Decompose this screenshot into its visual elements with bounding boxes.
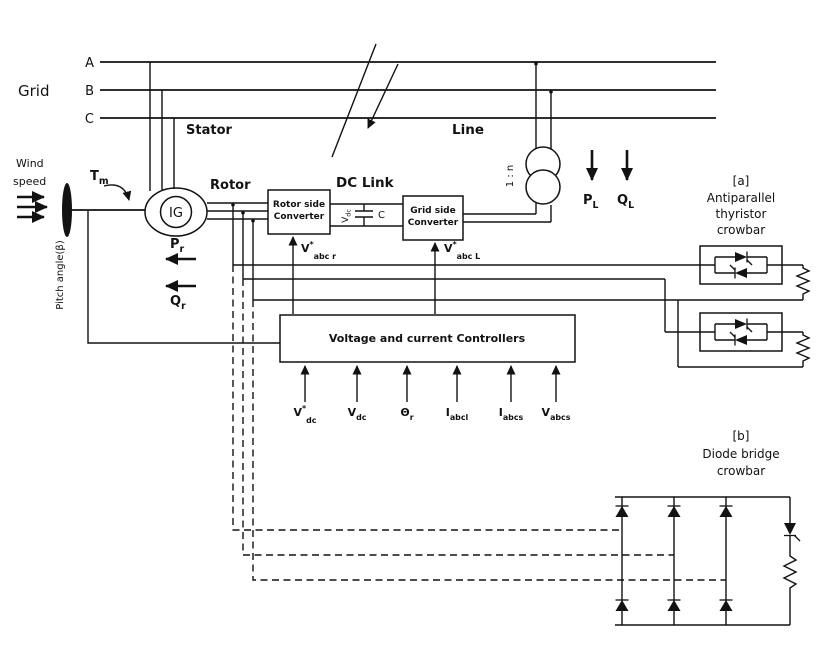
converter-section: Rotor side Converter DC Link Vdc C Grid …: [267, 175, 464, 241]
turbine-section: Wind speed Tm IG Stator Rotor: [13, 62, 268, 300]
turbine-blade: [62, 183, 72, 237]
transformer-ratio-label: 1 : n: [505, 165, 516, 187]
pitch-section: Pitch angle(β): [55, 211, 280, 344]
crowbar-b-name-2: crowbar: [717, 464, 765, 478]
input-label-iabcl: Iabcl: [446, 406, 469, 422]
controller-label: Voltage and current Controllers: [329, 332, 526, 345]
rotor-label: Rotor: [210, 178, 251, 193]
controller-out-grid-label: V*abc L: [444, 240, 480, 261]
rotor-reactive-power-label: Qr: [170, 294, 186, 312]
grid-converter-label-1: Grid side: [410, 206, 455, 216]
wind-speed-label-line1: Wind: [16, 157, 44, 170]
crowbar-a-tag: [a]: [733, 174, 750, 188]
crowbar-a-name-3: crowbar: [717, 223, 765, 237]
grid-section: A B C Grid: [18, 43, 716, 158]
input-label-iabcs: Iabcs: [499, 406, 524, 422]
dc-capacitor: [355, 204, 373, 226]
rotor-active-power-label: Pr: [170, 237, 185, 255]
pitch-wire: [87, 211, 280, 344]
crowbar-a-name-2: thyristor: [716, 207, 767, 221]
fault-slash: [331, 43, 377, 158]
thyristor-module-wiring-1: [700, 256, 782, 274]
diode-icon: [614, 505, 630, 518]
crowbar-a-return-wire-2: [677, 300, 803, 368]
input-label-vdc-ref: V*dc: [293, 404, 316, 425]
thyristor-icon: [783, 522, 801, 542]
crowbar-a-resistor-1: [795, 265, 811, 300]
thyristor-module-wiring-2: [700, 323, 782, 341]
grid-phase-lines: [100, 61, 716, 119]
crowbar-a-name-1: Antiparallel: [707, 191, 776, 205]
generator-label: IG: [169, 206, 183, 221]
rotor-power-section: Pr Qr: [165, 237, 196, 312]
torque-label: Tm: [90, 169, 109, 187]
crowbar-a-section: [a] Antiparallel thyristor crowbar: [233, 174, 811, 368]
controller-box: [279, 314, 576, 363]
crowbar-b-name-1: Diode bridge: [702, 447, 779, 461]
wind-speed-label-line2: speed: [13, 175, 46, 188]
controller-section: Voltage and current Controllers V*abc r …: [279, 236, 576, 425]
rotor-converter-label-2: Converter: [274, 212, 325, 222]
crowbar-a-resistor-2: [795, 332, 811, 367]
grid-converter-label-2: Converter: [408, 218, 459, 228]
crowbar-b-section: [b] Diode bridge crowbar: [232, 265, 801, 626]
rotor-converter-label-1: Rotor side: [273, 200, 325, 210]
diode-icon: [718, 599, 734, 612]
dc-rails: [330, 203, 403, 227]
input-label-vabcs: Vabcs: [542, 406, 571, 422]
input-label-theta-r: Θr: [400, 406, 413, 422]
phase-c-label: C: [85, 112, 94, 127]
rotor-tap-wires: [232, 203, 254, 300]
diode-icon: [718, 505, 734, 518]
diode-icon: [666, 505, 682, 518]
torque-arrow: [103, 184, 132, 201]
line-reactive-power-label: QL: [617, 193, 634, 211]
fault-arrow: [367, 63, 399, 129]
crowbar-b-resistor: [782, 552, 798, 596]
controller-out-rotor-label: V*abc r: [301, 240, 336, 261]
line-active-power-label: PL: [583, 193, 599, 211]
rotor-converter-box: [267, 189, 331, 235]
line-section: Line 1 : n PL QL: [452, 62, 634, 223]
converter-to-transformer-wires: [463, 203, 552, 223]
crowbar-a-feed-wire-2: [243, 278, 700, 333]
transformer-to-grid-wires: [535, 62, 552, 151]
diode-icon: [666, 599, 682, 612]
grid-label: Grid: [18, 82, 49, 100]
crowbar-b-dashed-feeds: [232, 265, 726, 581]
stator-label: Stator: [186, 123, 232, 138]
line-label: Line: [452, 122, 484, 138]
pitch-angle-label: Pitch angle(β): [55, 240, 66, 310]
phase-b-label: B: [85, 84, 94, 99]
dc-voltage-label: Vdc: [341, 209, 353, 223]
transformer-secondary-coil: [525, 169, 561, 205]
bridge-bus-wires: [615, 496, 790, 626]
crowbar-b-tag: [b]: [733, 429, 750, 443]
grid-converter-box: [402, 195, 464, 241]
diode-icon: [614, 599, 630, 612]
phase-a-label: A: [85, 56, 94, 71]
capacitor-label: C: [378, 210, 385, 221]
generator-inner-ring: [159, 195, 193, 229]
stator-wires: [149, 62, 175, 191]
rotor-wires: [207, 202, 268, 220]
input-label-vdc: Vdc: [348, 406, 367, 422]
dc-link-label: DC Link: [336, 175, 395, 191]
transformer-junction-dots: [534, 62, 553, 94]
